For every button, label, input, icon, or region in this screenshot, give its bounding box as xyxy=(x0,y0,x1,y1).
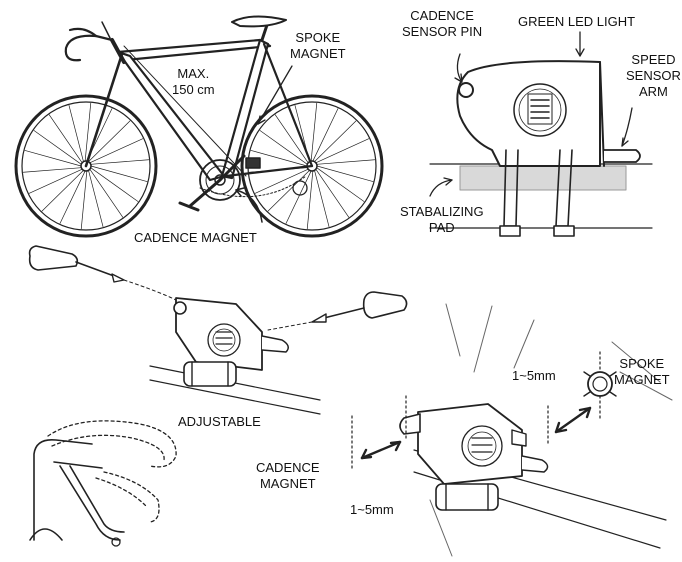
wheel-spoke xyxy=(90,165,148,182)
wheel-spoke xyxy=(89,168,124,218)
label-cadence-sensor-pin-line2: SENSOR PIN xyxy=(402,24,483,39)
handlebar-detail xyxy=(29,420,177,547)
label-spoke-magnet-top: SPOKE MAGNET xyxy=(290,30,346,62)
wheel-spoke xyxy=(314,120,357,163)
wheel-spoke xyxy=(316,167,365,202)
label-speed-sensor-arm-line1: SPEED xyxy=(631,52,676,67)
wheel-spoke xyxy=(28,168,83,194)
bike-frame xyxy=(84,38,314,182)
bicycle-illustration xyxy=(14,15,384,238)
wheel-spoke xyxy=(80,170,88,230)
label-spoke-magnet-top-line2: MAGNET xyxy=(290,46,346,61)
wheel-spoke xyxy=(312,108,339,162)
wheel-spoke xyxy=(90,159,150,165)
label-cadence-magnet-bottom: CADENCE MAGNET xyxy=(256,460,320,492)
sensor-on-chainstay xyxy=(245,157,261,169)
wheel-spoke xyxy=(316,159,376,165)
gap-arrow-spoke xyxy=(554,406,592,434)
sensor-emblem xyxy=(513,83,567,137)
label-cadence-magnet-bottom-line1: CADENCE xyxy=(256,460,320,475)
wheel-spoke xyxy=(267,169,310,212)
sensor-detail-view xyxy=(429,31,653,237)
stabalizing-pad xyxy=(459,165,627,191)
speed-sensor-arm xyxy=(603,149,641,163)
wheel-spoke xyxy=(33,130,82,165)
wheel-spoke xyxy=(88,169,104,228)
label-gap-spoke: 1~5mm xyxy=(512,368,556,383)
wheel-spoke xyxy=(59,170,86,224)
label-speed-sensor-arm-line3: ARM xyxy=(639,84,668,99)
gap-arrow-cadence xyxy=(360,440,402,460)
label-max-height-line1: MAX. xyxy=(177,66,210,81)
label-cadence-magnet-bottom-line2: MAGNET xyxy=(259,476,316,491)
label-adjustable: ADJUSTABLE xyxy=(178,414,261,429)
adjustable-view xyxy=(28,245,408,415)
label-max-height: MAX. 150 cm xyxy=(172,66,215,98)
label-max-height-line2: 150 cm xyxy=(172,82,215,97)
wheel-spoke xyxy=(88,120,131,163)
wheel-spoke xyxy=(274,114,309,164)
wheel-spoke xyxy=(310,102,318,162)
wheel-spoke xyxy=(254,168,309,194)
label-stabalizing-pad-line1: STABALIZING xyxy=(400,204,484,219)
wheel-spoke xyxy=(306,170,314,230)
wheel-spoke xyxy=(250,150,308,167)
label-spoke-magnet-top-line1: SPOKE xyxy=(295,30,341,45)
crankset xyxy=(178,154,307,212)
install-detail xyxy=(351,303,673,557)
label-spoke-magnet-bottom-line2: MAGNET xyxy=(614,372,670,387)
wheel-spoke xyxy=(316,165,374,182)
sensor-adjustable xyxy=(175,297,263,371)
label-spoke-magnet-bottom-line1: SPOKE xyxy=(619,356,665,371)
cadence-magnet-pointer xyxy=(235,189,263,223)
wheel-spoke xyxy=(90,167,139,202)
label-green-led-light: GREEN LED LIGHT xyxy=(518,14,636,29)
rear-derailleur xyxy=(292,180,308,196)
label-speed-sensor-arm-line2: SENSOR xyxy=(626,68,681,83)
screwdriver-left xyxy=(28,245,125,283)
wheel-spoke xyxy=(259,130,308,165)
wheel-spoke xyxy=(41,169,84,212)
label-cadence-sensor-pin: CADENCE SENSOR PIN xyxy=(402,8,482,40)
cadence-sensor-pin xyxy=(458,82,474,98)
spoke-magnet-bottom xyxy=(583,371,617,397)
handlebar xyxy=(64,21,114,62)
max-height-line xyxy=(123,45,247,177)
label-speed-sensor-arm: SPEED SENSOR ARM xyxy=(626,52,681,100)
wheel-spoke xyxy=(89,138,144,164)
label-spoke-magnet-bottom: SPOKE MAGNET xyxy=(614,356,670,388)
label-stabalizing-pad: STABALIZING PAD xyxy=(400,204,484,236)
saddle xyxy=(231,15,287,42)
sensor-installed xyxy=(417,403,523,485)
label-stabalizing-pad-line2: PAD xyxy=(428,220,455,235)
screwdriver-right xyxy=(311,291,408,323)
label-cadence-magnet-bike: CADENCE MAGNET xyxy=(134,230,257,245)
label-gap-cadence: 1~5mm xyxy=(350,502,394,517)
label-cadence-sensor-pin-line1: CADENCE xyxy=(410,8,474,23)
wheel-spoke xyxy=(314,169,330,228)
spoke-magnet-pointer xyxy=(257,65,293,125)
wheel-spoke xyxy=(48,114,83,164)
wheel-spoke xyxy=(24,150,82,167)
mount-straps xyxy=(499,149,575,237)
wheel-spoke xyxy=(84,102,92,162)
wheel-spoke xyxy=(315,138,370,164)
wheel-spoke xyxy=(285,170,312,224)
front-wheel xyxy=(14,94,158,238)
wheel-spoke xyxy=(22,167,82,173)
wheel-spoke xyxy=(68,104,84,163)
wheel-spoke xyxy=(315,168,350,218)
